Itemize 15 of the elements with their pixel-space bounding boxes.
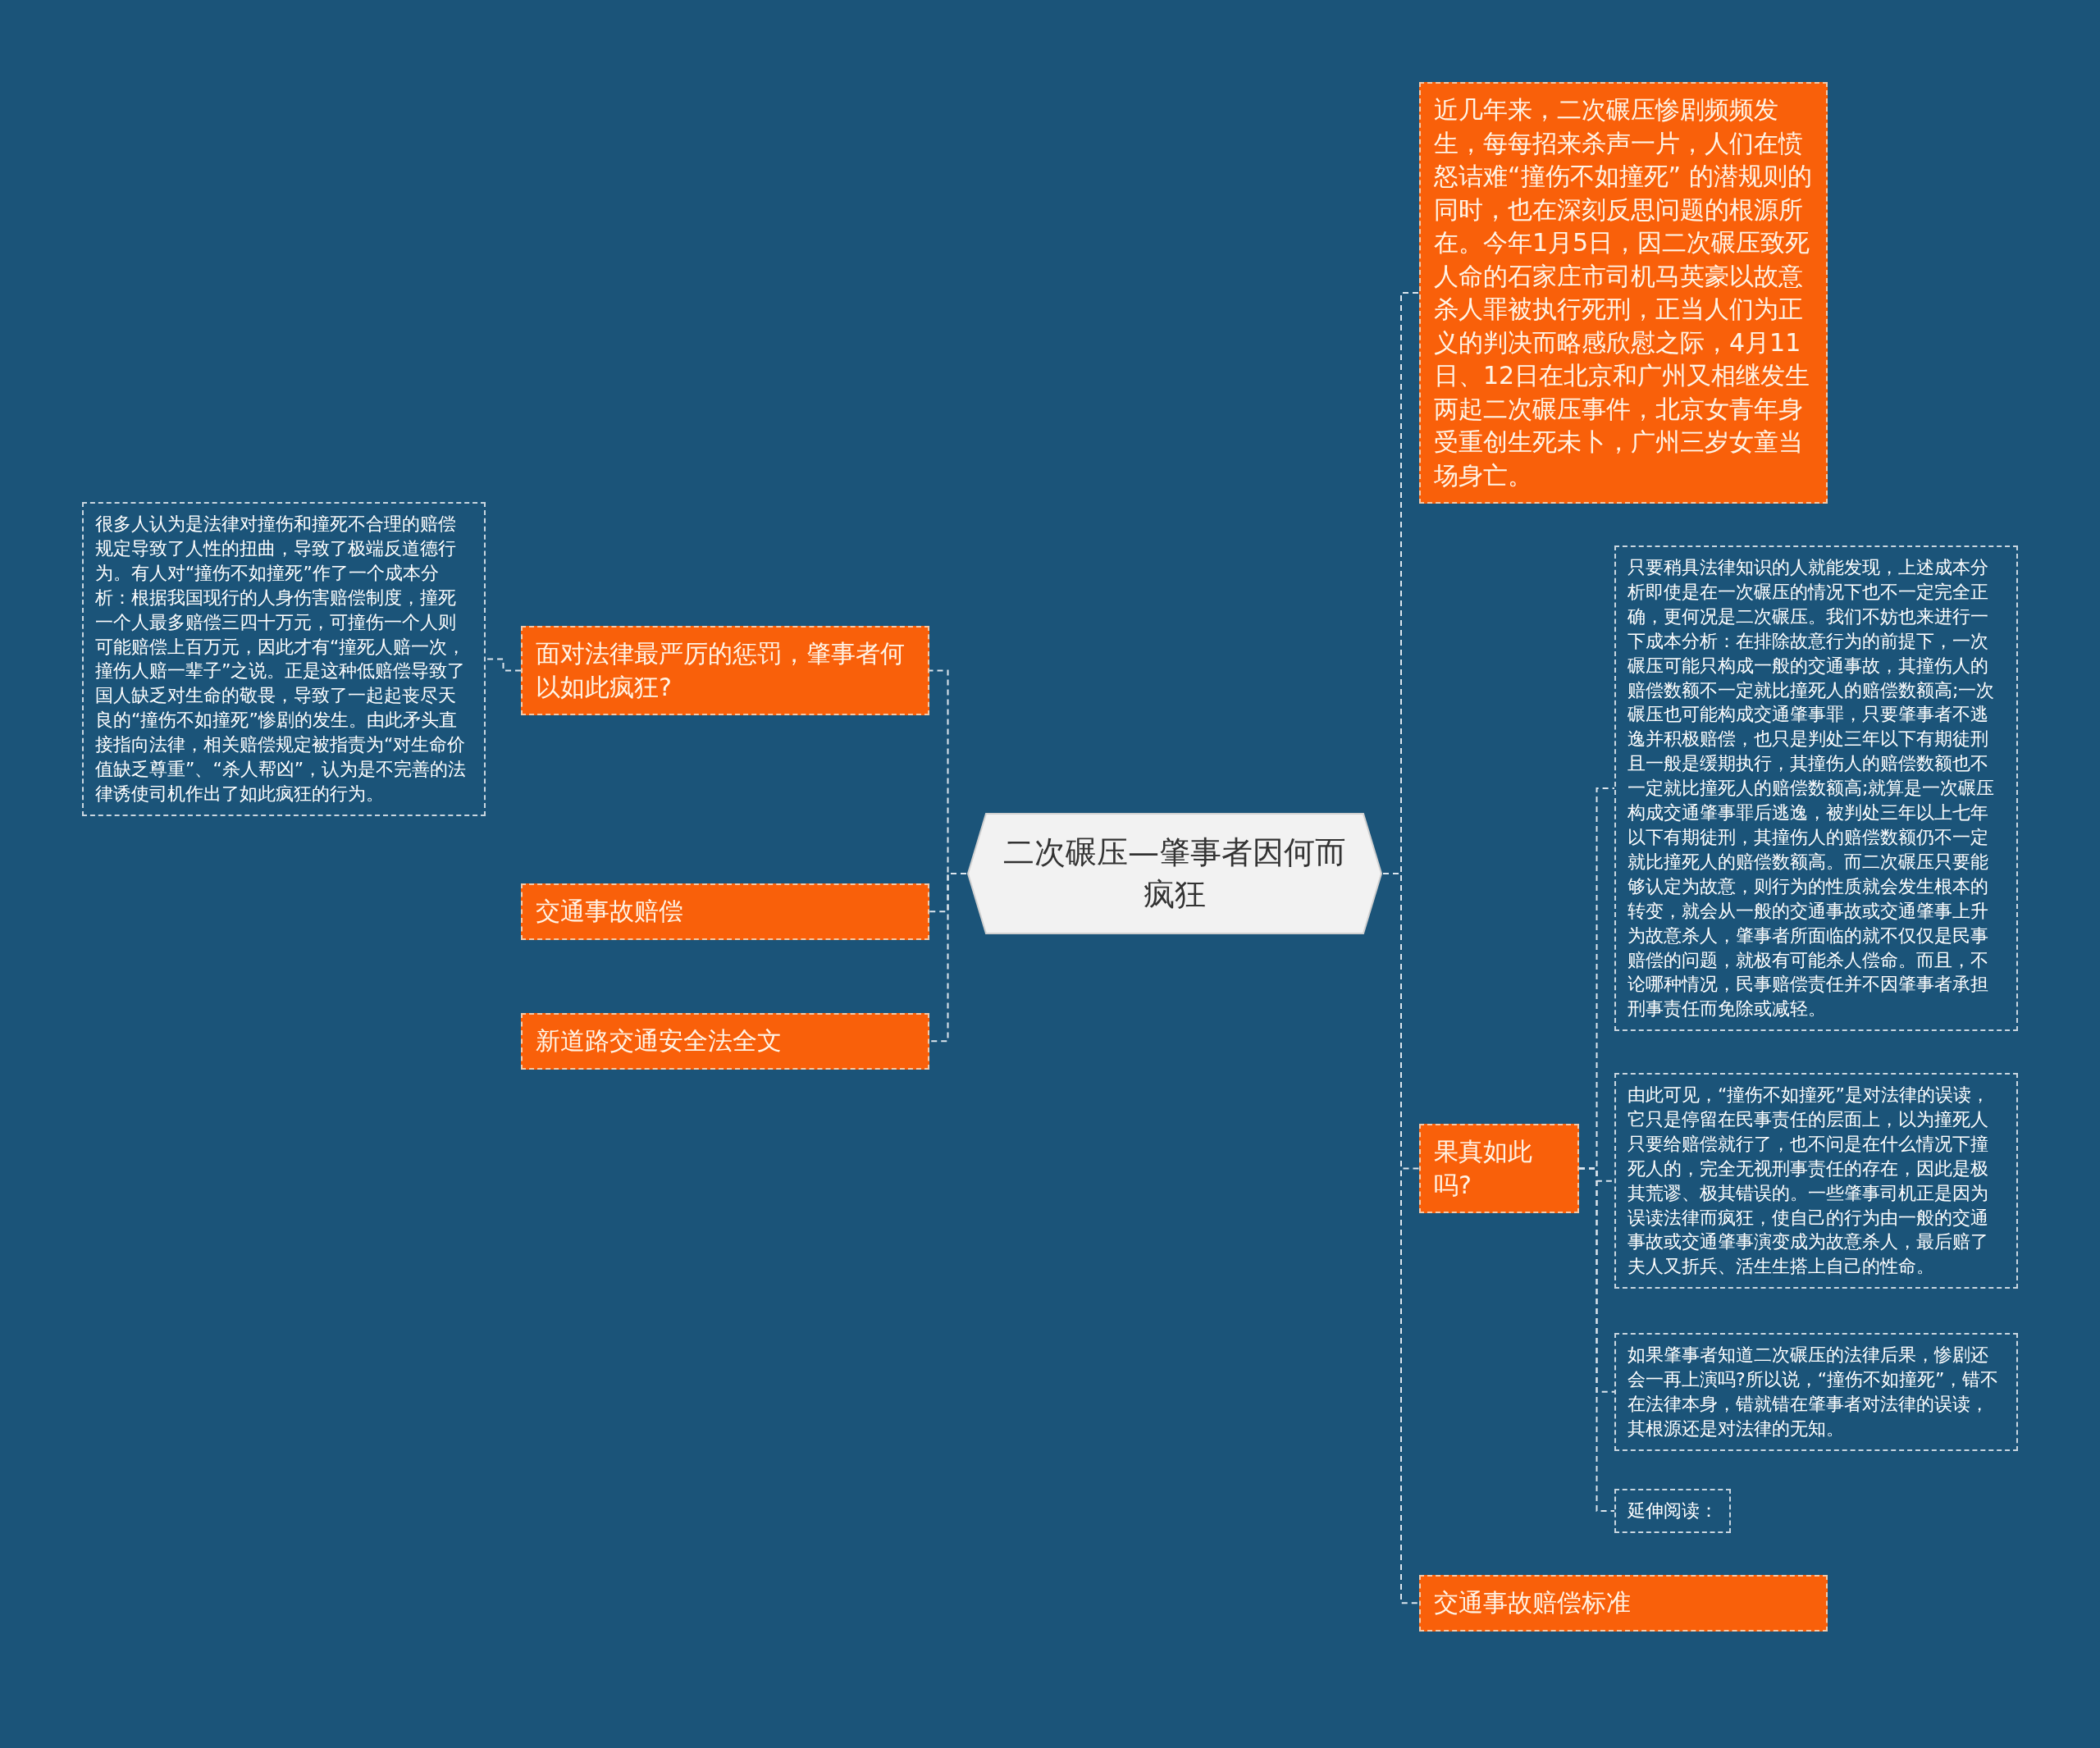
branch-box: 面对法律最严厉的惩罚，肇事者何以如此疯狂? — [521, 626, 929, 715]
connector-line — [1578, 1167, 1615, 1512]
text-box: 很多人认为是法律对撞伤和撞死不合理的赔偿规定导致了人性的扭曲，导致了极端反道德行为。有人对“撞伤不如撞死”作了一个成本分析：根据我国现行的人身伤害赔偿制度，撞死一个人最多赔偿三四十万元，可撞伤一个人则可能赔偿上百万元，因此才有“撞死人赔一次，撞伤人赔一辈子”之说。正是这种低赔偿导致了国人缺乏对生命的敬畏，导致了一起起丧尽天良的“撞伤不如撞死”惨剧的发生。由此矛头直接指向法律，相关赔偿规定被指责为“对生命价值缺乏尊重”、“杀人帮凶”，认为是不完善的法律诱使司机作出了如此疯狂的行为。 — [82, 502, 486, 816]
branch-box: 交通事故赔偿 — [521, 883, 929, 940]
topic-box: 二次碾压—肇事者因何而疯狂 — [966, 812, 1383, 935]
connector-line — [485, 658, 522, 672]
branch-box: 交通事故赔偿标准 — [1419, 1575, 1828, 1632]
text-box: 延伸阅读： — [1614, 1489, 1731, 1533]
branch-box: 果真如此吗? — [1419, 1124, 1579, 1213]
branch-box: 近几年来，二次碾压惨剧频频发生，每每招来杀声一片，人们在愤怒诘难“撞伤不如撞死” 的潜规则的同时，也在深刻反思问题的根源所在。今年1月5日，因二次碾压致死人命的石家庄市司机马英豪以故意杀人罪被执行死刑，正当人们为正义的判决而略感欣慰之际，4月11日、12日在北京和广州又相继发生两起二次碾压事件，北京女青年身受重创生死未卜，广州三岁女童当场身亡。 — [1419, 82, 1828, 504]
connector-line — [929, 873, 967, 1043]
text-box: 由此可见，“撞伤不如撞死”是对法律的误读，它只是停留在民事责任的层面上，以为撞死人只要给赔偿就行了，也不问是在什么情况下撞死人的，完全无视刑事责任的存在，因此是极其荒谬、极其错误的。一些肇事司机正是因为误读法律而疯狂，使自己的行为由一般的交通事故或交通肇事演变成为故意杀人，最后赔了夫人又折兵、活生生搭上自己的性命。 — [1614, 1073, 2018, 1289]
text-box: 只要稍具法律知识的人就能发现，上述成本分析即使是在一次碾压的情况下也不一定完全正确，更何况是二次碾压。我们不妨也来进行一下成本分析：在排除故意行为的前提下，一次碾压可能只构成一般的交通事故，其撞伤人的赔偿数额不一定就比撞死人的赔偿数额高;一次碾压也可能构成交通肇事罪，只要肇事者不逃逸并积极赔偿，也只是判处三年以下有期徒刑且一般是缓期执行，其撞伤人的赔偿数额也不一定就比撞死人的赔偿数额高;就算是一次碾压构成交通肇事罪后逃逸，被判处三年以上七年以下有期徒刑，其撞伤人的赔偿数额仍不一定就比撞死人的赔偿数额高。而二次碾压只要能够认定为故意，则行为的性质就会发生根本的转变，就会从一般的交通事故或交通肇事上升为故意杀人，肇事者所面临的就不仅仅是民事赔偿的问题，就极有可能杀人偿命。而且，不论哪种情况，民事赔偿责任并不因肇事者承担刑事责任而免除或减轻。 — [1614, 545, 2018, 1032]
branch-box: 新道路交通安全法全文 — [521, 1013, 929, 1070]
text-box: 如果肇事者知道二次碾压的法律后果，惨剧还会一再上演吗?所以说，“撞伤不如撞死”，错不在法律本身，错就错在肇事者对法律的误读，其根源还是对法律的无知。 — [1614, 1333, 2018, 1451]
